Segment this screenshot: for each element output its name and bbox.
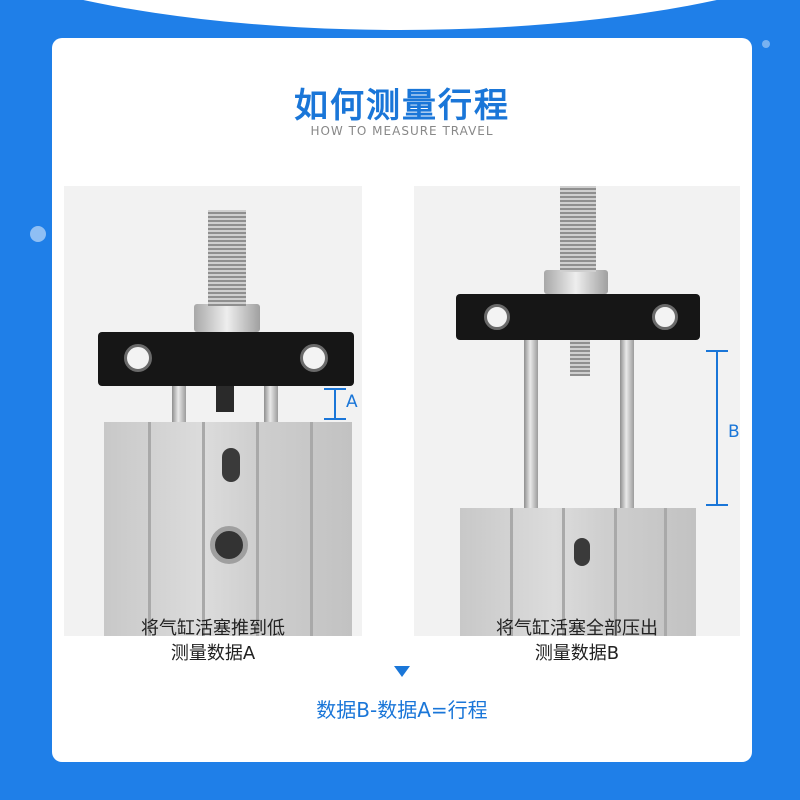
page-title: 如何测量行程 [294, 86, 510, 126]
measure-tick-bottom [706, 504, 728, 506]
hex-nut [544, 270, 608, 294]
body-groove [310, 422, 313, 636]
body-groove [614, 508, 617, 636]
body-groove [148, 422, 151, 636]
left-caption: 将气缸活塞推到低 测量数据A [64, 616, 362, 666]
top-bubble-decoration [0, 0, 800, 30]
guide-rod [620, 336, 634, 508]
plate-hole [300, 344, 328, 372]
marker-b: B [728, 422, 740, 442]
threaded-bolt [208, 210, 246, 306]
plate-hole [652, 304, 678, 330]
down-triangle-icon [394, 666, 410, 677]
body-groove [202, 422, 205, 636]
guide-rod [524, 336, 538, 508]
right-cylinder-photo: B [414, 186, 740, 636]
plate-hole [124, 344, 152, 372]
body-groove [562, 508, 565, 636]
plate-hole [484, 304, 510, 330]
guide-rod [264, 386, 278, 422]
formula-text: 数据B-数据A=行程 [316, 698, 488, 722]
body-groove [664, 508, 667, 636]
body-port [210, 526, 248, 564]
guide-rod [172, 386, 186, 422]
hex-nut [194, 304, 260, 332]
threaded-bolt [560, 186, 596, 272]
measure-line-b [716, 350, 718, 506]
body-slot [574, 538, 590, 566]
piston-stem [216, 386, 234, 412]
cylinder-body [460, 508, 696, 636]
content-card: 如何测量行程 HOW TO MEASURE TRAVEL A [52, 38, 752, 762]
marker-a: A [346, 392, 358, 412]
left-caption-line2: 测量数据A [170, 643, 256, 664]
right-caption-line1: 将气缸活塞全部压出 [496, 618, 658, 639]
left-cylinder-photo: A [64, 186, 362, 636]
measure-line-a [334, 388, 336, 420]
body-slot [222, 448, 240, 482]
measure-tick-bottom [324, 418, 346, 420]
right-caption-line2: 测量数据B [534, 643, 620, 664]
body-groove [510, 508, 513, 636]
body-groove [256, 422, 259, 636]
right-caption: 将气缸活塞全部压出 测量数据B [414, 616, 740, 666]
page-subtitle: HOW TO MEASURE TRAVEL [310, 124, 494, 138]
piston-stem [570, 336, 590, 376]
corner-dot-decoration [762, 40, 770, 48]
side-dot-decoration [30, 226, 46, 242]
left-caption-line1: 将气缸活塞推到低 [141, 618, 285, 639]
